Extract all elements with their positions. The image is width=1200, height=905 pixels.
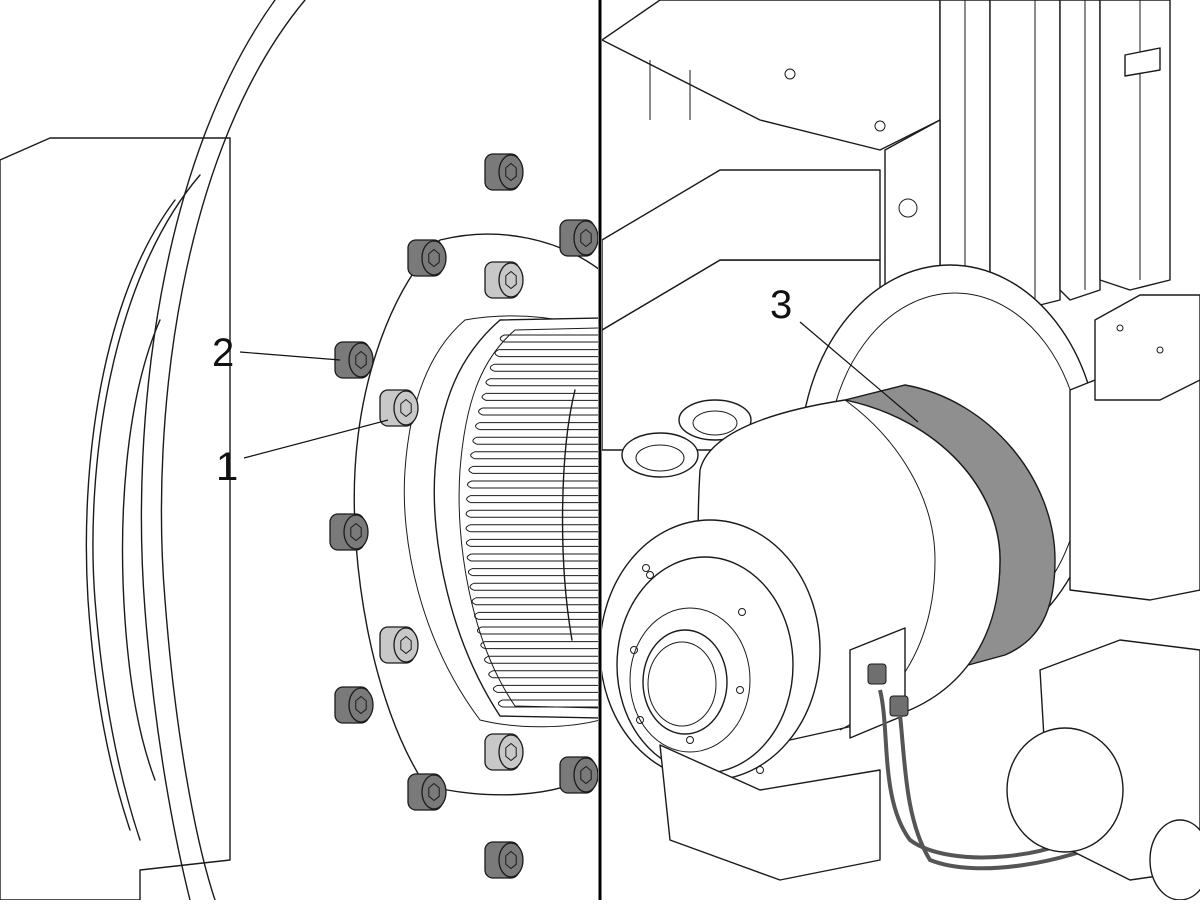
spline-tooth bbox=[471, 597, 598, 606]
spline-tooth bbox=[476, 626, 598, 635]
bolt-dark-icon bbox=[334, 686, 374, 724]
disc-rim-4 bbox=[85, 199, 176, 831]
bolt-dark-icon bbox=[407, 239, 447, 277]
spline-tooth bbox=[492, 684, 598, 693]
side-block bbox=[1069, 369, 1200, 601]
callout-number-3: 3 bbox=[770, 283, 792, 327]
upper-block bbox=[1094, 294, 1200, 401]
bolt-light-icon bbox=[379, 389, 419, 427]
port-hole bbox=[621, 432, 699, 478]
spline-tooth bbox=[466, 553, 598, 562]
hub-bore-edge bbox=[561, 389, 576, 641]
rail-pin bbox=[1124, 47, 1161, 77]
cover-hole bbox=[756, 766, 764, 774]
callout-number-2: 2 bbox=[212, 331, 234, 375]
bolt-light-icon bbox=[379, 626, 419, 664]
disc-outer-rim bbox=[160, 0, 306, 900]
bolt-dark-icon bbox=[407, 773, 447, 811]
leader-line-3 bbox=[799, 321, 919, 423]
cover-holes bbox=[630, 564, 764, 774]
bolt-light-icon bbox=[484, 261, 524, 299]
spline-tooth bbox=[494, 349, 598, 358]
bracket-hole bbox=[898, 198, 918, 218]
cover-hole bbox=[686, 736, 694, 744]
spline-tooth bbox=[499, 334, 598, 343]
spline-tooth bbox=[497, 699, 598, 708]
spline-tooth bbox=[478, 407, 598, 416]
left-panel-closeup: 2 1 bbox=[0, 0, 598, 900]
bolt-dark-icon bbox=[559, 756, 598, 794]
callout-3: 3 bbox=[770, 283, 919, 423]
disc-rim-2 bbox=[140, 0, 276, 900]
connector bbox=[1149, 819, 1200, 900]
spline-tooth bbox=[465, 538, 598, 547]
spline-tooth bbox=[467, 480, 598, 489]
spline-tooth bbox=[481, 392, 598, 401]
top-frame-plate bbox=[602, 0, 941, 151]
bore bbox=[642, 629, 728, 735]
cover-hole bbox=[738, 608, 746, 616]
callout-2: 2 bbox=[212, 331, 341, 375]
disc-hub-edge bbox=[121, 319, 161, 781]
hub-splines bbox=[465, 334, 598, 708]
callout-number-1: 1 bbox=[216, 445, 238, 489]
lower-mount bbox=[659, 744, 881, 881]
spline-tooth bbox=[468, 465, 598, 474]
bolt-dark-icon bbox=[559, 219, 598, 257]
cover-hole bbox=[642, 564, 650, 572]
spline-tooth bbox=[489, 363, 598, 372]
frame-hole bbox=[874, 120, 886, 132]
spline-tooth bbox=[470, 451, 598, 460]
cover-hole bbox=[736, 686, 744, 694]
motor-endcap bbox=[1006, 727, 1124, 853]
bolt-dark-icon bbox=[334, 341, 374, 379]
right-panel-assembly: 3 bbox=[602, 0, 1200, 900]
hose-fittings bbox=[867, 663, 909, 717]
bolt-dark-icon bbox=[484, 841, 524, 879]
spline-tooth bbox=[465, 524, 598, 533]
base-block-top bbox=[602, 169, 881, 331]
leader-line-1 bbox=[243, 419, 389, 459]
motor-housing bbox=[0, 137, 231, 900]
vertical-frame-rails bbox=[939, 0, 1171, 321]
bolt-dark-icon bbox=[484, 153, 524, 191]
spline-tooth bbox=[465, 509, 598, 518]
spline-tooth bbox=[480, 641, 598, 650]
cover-hole bbox=[636, 716, 644, 724]
flange-bolts bbox=[329, 153, 598, 879]
cover-hole bbox=[630, 646, 638, 654]
spline-tooth bbox=[469, 582, 598, 591]
bolt-light-icon bbox=[484, 733, 524, 771]
spline-tooth bbox=[488, 670, 598, 679]
leader-line-2 bbox=[239, 351, 341, 361]
frame-hole bbox=[784, 68, 796, 80]
spline-tooth bbox=[474, 611, 598, 620]
disc-rim-3 bbox=[92, 174, 201, 841]
spline-tooth bbox=[467, 568, 598, 577]
cover-hole bbox=[646, 571, 654, 579]
spline-tooth bbox=[475, 422, 598, 431]
spline-tooth bbox=[485, 378, 598, 387]
bolt-dark-icon bbox=[329, 513, 369, 551]
spline-tooth bbox=[484, 655, 598, 664]
spline-tooth bbox=[472, 436, 598, 445]
callout-1: 1 bbox=[216, 419, 389, 489]
spline-tooth bbox=[466, 495, 598, 504]
hose-2 bbox=[898, 714, 1111, 871]
